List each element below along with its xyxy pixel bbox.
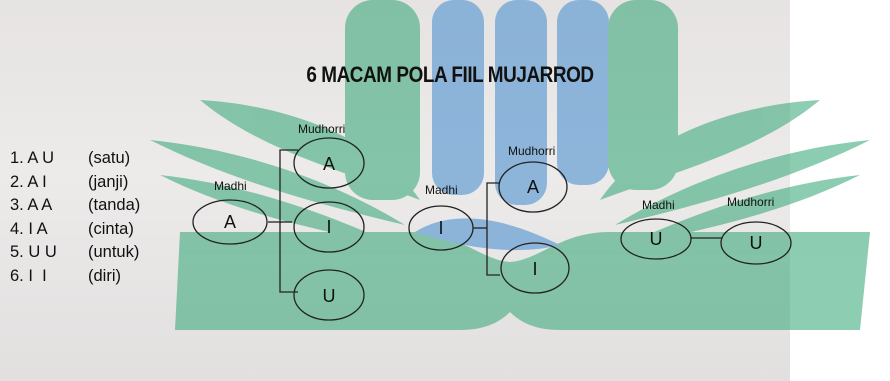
legend-item: 3. A A(tanda)	[10, 194, 140, 218]
pattern-legend: 1. A U(satu) 2. A I(janji) 3. A A(tanda)…	[10, 147, 140, 288]
madhi-label: Madhi	[642, 198, 675, 212]
legend-word: (tanda)	[88, 194, 140, 218]
madhi-label: Madhi	[214, 179, 247, 193]
mudhorri-vowel: A	[309, 154, 349, 175]
page-title: 6 MACAM POLA FIIL MUJARROD	[269, 62, 630, 88]
mudhorri-vowel: I	[515, 259, 555, 280]
legend-item: 6. I I(diri)	[10, 265, 140, 289]
legend-item: 5. U U(untuk)	[10, 241, 140, 265]
legend-word: (cinta)	[88, 218, 134, 242]
legend-word: (diri)	[88, 265, 121, 289]
bracket-line	[487, 183, 500, 275]
legend-code: 4. I A	[10, 218, 88, 242]
mudhorri-label: Mudhorri	[508, 144, 555, 158]
legend-word: (janji)	[88, 171, 128, 195]
mudhorri-vowel: U	[736, 233, 776, 254]
legend-item: 1. A U(satu)	[10, 147, 140, 171]
legend-code: 2. A I	[10, 171, 88, 195]
legend-code: 6. I I	[10, 265, 88, 289]
mudhorri-label: Mudhorri	[298, 122, 345, 136]
legend-word: (satu)	[88, 147, 130, 171]
madhi-vowel: I	[421, 218, 461, 239]
mudhorri-vowel: I	[309, 217, 349, 238]
legend-code: 1. A U	[10, 147, 88, 171]
madhi-label: Madhi	[425, 183, 458, 197]
legend-code: 3. A A	[10, 194, 88, 218]
legend-item: 4. I A(cinta)	[10, 218, 140, 242]
mudhorri-vowel: U	[309, 286, 349, 307]
legend-word: (untuk)	[88, 241, 139, 265]
legend-code: 5. U U	[10, 241, 88, 265]
madhi-vowel: A	[210, 212, 250, 233]
legend-item: 2. A I(janji)	[10, 171, 140, 195]
mudhorri-label: Mudhorri	[727, 195, 774, 209]
mudhorri-vowel: A	[513, 177, 553, 198]
madhi-vowel: U	[636, 229, 676, 250]
